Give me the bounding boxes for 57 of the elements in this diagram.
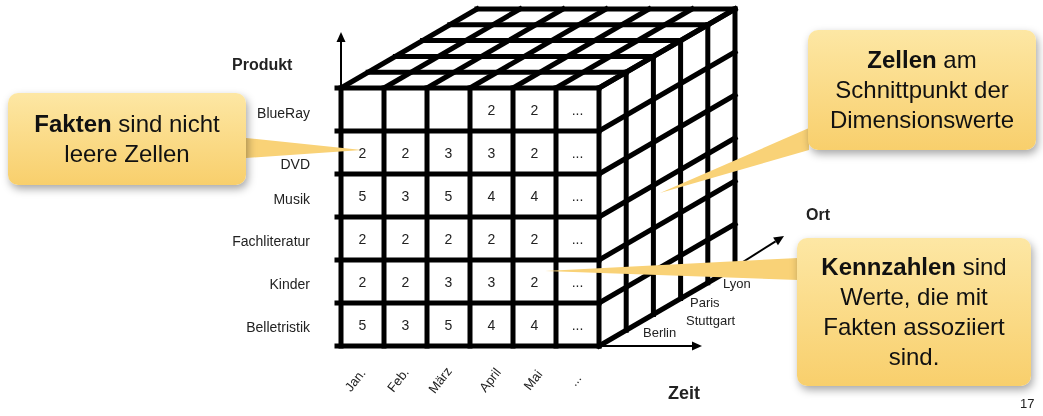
cell-value: 3 — [487, 144, 496, 161]
location-label: Lyon — [723, 276, 751, 291]
callout-text: Kennzahlen sind Werte, die mit Fakten assoziiert sind. — [820, 252, 1008, 372]
cell-value: 2 — [358, 273, 367, 290]
row-label: Fachliteratur — [232, 233, 310, 249]
callout-text: Fakten sind nicht leere Zellen — [33, 109, 221, 169]
callout-box — [797, 238, 1031, 386]
cell-value: 2 — [401, 230, 410, 247]
callout-box — [8, 93, 246, 185]
cell-value: ... — [571, 230, 584, 247]
month-label: Jan. — [341, 365, 369, 395]
cell-value: 5 — [444, 316, 453, 333]
cell-value: 2 — [444, 230, 453, 247]
cell-value: 2 — [358, 230, 367, 247]
row-label: DVD — [280, 156, 310, 172]
page-number: 17 — [1020, 396, 1035, 411]
cell-value: 2 — [530, 101, 539, 118]
cell-value: ... — [571, 273, 584, 290]
cell-value: 3 — [401, 187, 410, 204]
cell-value: 4 — [487, 316, 496, 333]
cell-value: 2 — [530, 273, 539, 290]
callout-text: Zellen am Schnittpunkt der Dimensionswerte — [828, 45, 1016, 135]
cell-value: 5 — [444, 187, 453, 204]
cell-value: 4 — [530, 316, 539, 333]
month-label: Feb. — [384, 365, 412, 395]
row-label: Belletristik — [246, 319, 310, 335]
callout-box — [808, 30, 1036, 150]
cell-value: 2 — [358, 144, 367, 161]
axis-title: Zeit — [668, 383, 700, 404]
cell-value: 2 — [401, 273, 410, 290]
cell-value: 5 — [358, 187, 367, 204]
axis-title: Produkt — [232, 56, 293, 74]
axis-title: Ort — [806, 206, 830, 224]
cell-value: 2 — [530, 144, 539, 161]
row-label: Kinder — [269, 276, 310, 292]
month-label: Mai — [520, 367, 546, 393]
cell-value: 3 — [487, 273, 496, 290]
cell-value: ... — [571, 101, 584, 118]
cell-value: 2 — [487, 230, 496, 247]
cell-value: 2 — [487, 101, 496, 118]
location-label: Berlin — [643, 325, 677, 340]
cell-value: 4 — [530, 187, 539, 204]
cell-value: 2 — [530, 230, 539, 247]
cell-value: ... — [571, 144, 584, 161]
cell-value: 3 — [401, 316, 410, 333]
location-label: Paris — [690, 295, 720, 310]
callout-pointer — [660, 128, 809, 193]
cell-value: 3 — [444, 144, 453, 161]
month-label: ... — [565, 371, 585, 389]
cell-value: ... — [571, 187, 584, 204]
cell-value: 4 — [487, 187, 496, 204]
cell-value: 3 — [444, 273, 453, 290]
cell-value: ... — [571, 316, 584, 333]
row-label: Musik — [273, 191, 310, 207]
cell-value: 5 — [358, 316, 367, 333]
location-label: Stuttgart — [686, 313, 736, 328]
cell-value: 2 — [401, 144, 410, 161]
